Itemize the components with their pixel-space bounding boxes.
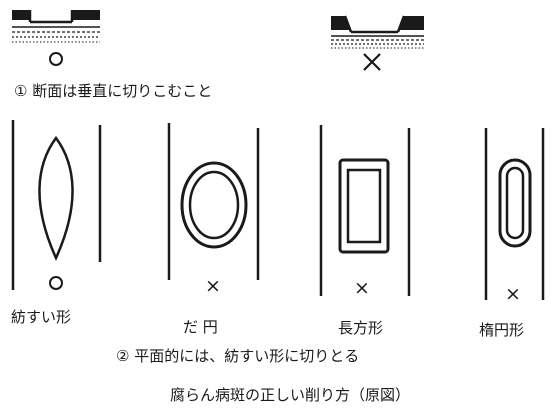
- spindle-shape: [38, 135, 74, 262]
- incorrect-mark-oval: ×: [205, 275, 221, 297]
- label-spindle: 紡すい形: [11, 308, 72, 326]
- label-elongated-ellipse: 楕円形: [479, 321, 525, 339]
- correct-mark-section: [49, 52, 63, 66]
- incorrect-mark-section: [363, 53, 381, 71]
- correct-mark-spindle: [49, 276, 63, 290]
- label-rectangle: 長方形: [338, 319, 384, 337]
- cross-section-vertical: [12, 10, 100, 43]
- figure-title: 腐らん病斑の正しい削り方（原図）: [170, 386, 411, 404]
- oval-shape: [180, 161, 248, 249]
- incorrect-mark-elongated-ellipse: ×: [505, 283, 521, 305]
- caption-section: ① 断面は垂直に切りこむこと: [14, 82, 213, 100]
- incorrect-mark-rectangle: ×: [354, 277, 370, 299]
- label-oval: だ 円: [183, 318, 218, 336]
- cross-section-sloped: [331, 15, 424, 49]
- elongated-ellipse-shape: [498, 158, 532, 248]
- branch-lines: [11, 120, 545, 300]
- caption-plan: ② 平面的には、紡すい形に切りとる: [116, 347, 360, 365]
- rectangle-shape: [338, 158, 390, 254]
